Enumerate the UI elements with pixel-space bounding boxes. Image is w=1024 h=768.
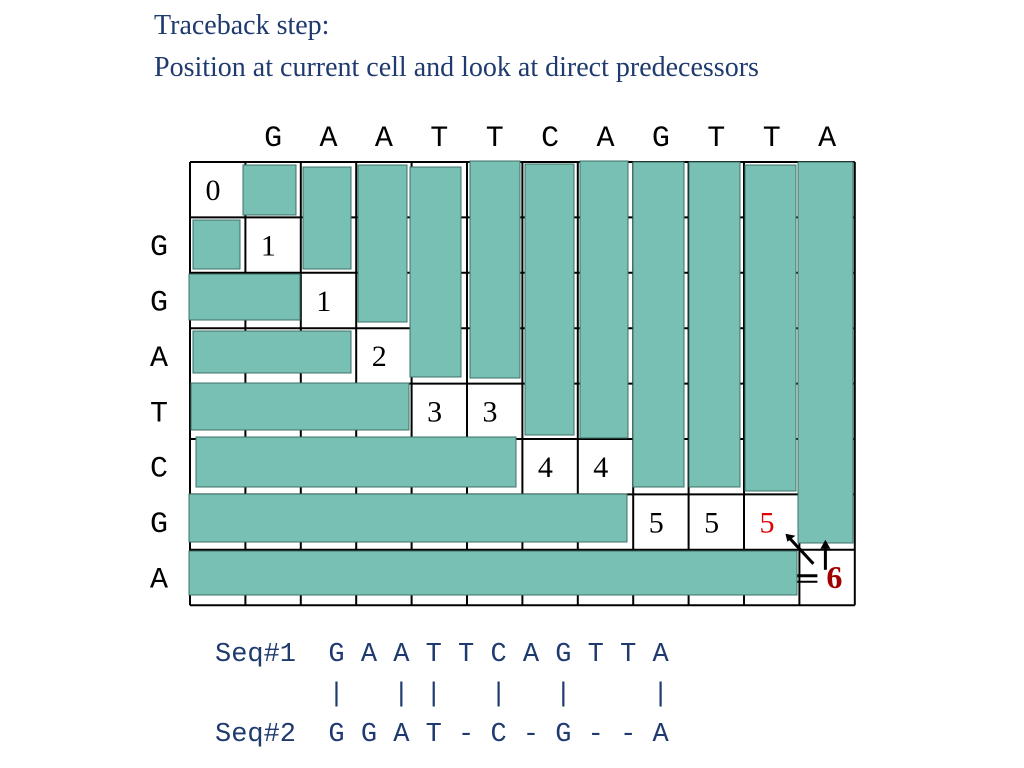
covered-block xyxy=(744,164,797,492)
cell-value: 5 xyxy=(704,506,719,539)
covered-block xyxy=(188,550,798,596)
covered-block xyxy=(188,273,301,321)
row-letter: T xyxy=(150,397,168,431)
row-letter: G xyxy=(150,231,168,265)
cell-value: 0 xyxy=(206,174,221,207)
match-bars: | | | | | | xyxy=(328,680,669,710)
column-letter: G xyxy=(264,122,282,156)
row-letter: C xyxy=(150,453,168,487)
title-line-1: Traceback step: xyxy=(154,10,330,41)
covered-block xyxy=(302,166,352,270)
column-letter: G xyxy=(652,122,670,156)
seq2-sequence: G G A T - C - G - - A xyxy=(328,720,669,750)
cell-value: 1 xyxy=(261,229,276,262)
covered-block xyxy=(188,493,628,543)
up-arrowhead-icon xyxy=(820,539,831,549)
covered-block xyxy=(192,219,241,270)
row-letter: G xyxy=(150,287,168,321)
column-letter: A xyxy=(818,122,836,156)
diagonal-arrow-icon xyxy=(786,534,815,565)
covered-block xyxy=(357,164,408,323)
covered-block xyxy=(190,382,410,431)
seq1-sequence: G A A T T C A G T T A xyxy=(328,640,669,670)
row-letter: G xyxy=(150,508,168,542)
covered-block xyxy=(409,166,462,378)
column-letter: A xyxy=(375,122,393,156)
covered-block xyxy=(688,161,741,488)
covered-block xyxy=(579,160,629,439)
column-letter: A xyxy=(319,122,337,156)
cell-value: 4 xyxy=(593,451,608,484)
column-letter: A xyxy=(596,122,614,156)
covered-block xyxy=(797,161,854,544)
covered-block xyxy=(469,160,521,379)
current-cell-value: 6 xyxy=(826,559,842,595)
covered-block xyxy=(524,163,575,436)
title-line-2: Position at current cell and look at dir… xyxy=(154,52,759,83)
cell-value: 3 xyxy=(483,396,498,429)
row-letter: A xyxy=(150,564,168,598)
cell-value: 5 xyxy=(649,506,664,539)
cell-value: 3 xyxy=(427,396,442,429)
column-letter: T xyxy=(430,122,448,156)
seq1-label: Seq#1 xyxy=(215,640,297,670)
cell-value: 5 xyxy=(760,506,775,539)
row-letter: A xyxy=(150,342,168,376)
match-row: | | | | | | xyxy=(215,680,669,710)
diagonal-arrowhead-icon xyxy=(785,533,796,542)
covered-block xyxy=(195,436,517,488)
match-label-spacer xyxy=(215,680,328,710)
seq2-row: Seq#2 G G A T - C - G - - A xyxy=(215,720,669,750)
cell-value: 1 xyxy=(316,285,331,318)
column-letter: C xyxy=(541,122,559,156)
seq1-row: Seq#1 G A A T T C A G T T A xyxy=(215,640,669,670)
covered-block xyxy=(242,164,297,216)
column-letter: T xyxy=(707,122,725,156)
column-letter: T xyxy=(486,122,504,156)
cell-value: 2 xyxy=(372,340,387,373)
seq2-label: Seq#2 xyxy=(215,720,297,750)
covered-block xyxy=(632,161,685,488)
covered-block xyxy=(192,330,352,374)
cell-value: 4 xyxy=(538,451,553,484)
column-letter: T xyxy=(763,122,781,156)
